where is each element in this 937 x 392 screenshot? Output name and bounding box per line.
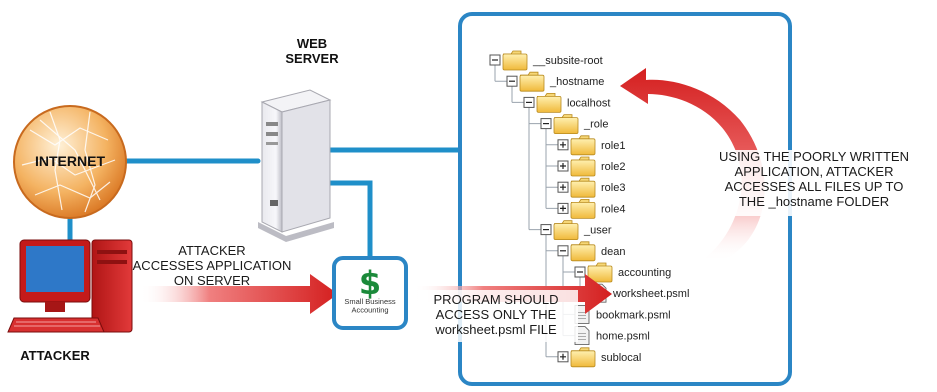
tree-folder-node[interactable]: accounting xyxy=(563,262,671,283)
tree-node-label: dean xyxy=(601,246,625,258)
tree-node-label: bookmark.psml xyxy=(596,309,671,321)
web-server-icon xyxy=(258,89,334,242)
folder-icon xyxy=(502,53,528,71)
folder-icon xyxy=(570,350,596,368)
tree-folder-node[interactable]: __subsite-root xyxy=(489,50,603,71)
attacker-access-arrow xyxy=(140,274,338,314)
folder-icon xyxy=(519,74,545,92)
tree-node-label: role2 xyxy=(601,161,625,173)
tree-folder-node[interactable]: role1 xyxy=(546,135,625,156)
tree-node-label: worksheet.psml xyxy=(612,288,689,300)
tree-folder-node[interactable]: role2 xyxy=(546,156,625,177)
tree-node-label: role4 xyxy=(601,203,625,215)
path-traversal-arrow xyxy=(620,68,765,262)
tree-folder-node[interactable]: localhost xyxy=(512,93,610,113)
folder-icon xyxy=(570,244,596,262)
tree-node-label: _user xyxy=(583,225,612,237)
tree-node-label: localhost xyxy=(567,97,610,109)
internet-globe-icon xyxy=(13,105,127,219)
tree-node-label: role1 xyxy=(601,140,625,152)
internet-label: INTERNET xyxy=(35,153,105,169)
folder-icon xyxy=(553,223,579,241)
tree-folder-node[interactable]: _role xyxy=(529,114,608,134)
tree-node-label: __subsite-root xyxy=(532,55,603,67)
attacker-computer-icon xyxy=(7,239,133,333)
tree-node-label: home.psml xyxy=(596,331,650,343)
tree-folder-node[interactable]: role3 xyxy=(546,177,625,198)
tree-folder-node[interactable]: sublocal xyxy=(546,347,641,368)
folder-icon xyxy=(570,201,596,219)
tree-node-label: sublocal xyxy=(601,352,641,364)
attacker-label: ATTACKER xyxy=(20,348,90,363)
folder-icon xyxy=(570,180,596,198)
folder-icon xyxy=(587,265,613,283)
app-dollar-icon: $ xyxy=(359,264,381,302)
tree-folder-node[interactable]: dean xyxy=(546,241,625,262)
tree-node-label: _role xyxy=(583,119,608,131)
folder-icon xyxy=(553,117,579,134)
folder-icon xyxy=(570,138,596,156)
tree-node-label: _hostname xyxy=(549,76,604,88)
tree-folder-node[interactable]: _hostname xyxy=(495,71,604,92)
tree-node-label: accounting xyxy=(618,267,671,279)
tree-folder-node[interactable]: role4 xyxy=(546,199,625,219)
small-business-accounting-app-icon: $ xyxy=(332,256,408,330)
tree-node-label: role3 xyxy=(601,182,625,194)
tree-folder-node[interactable]: _user xyxy=(529,220,612,241)
folder-icon xyxy=(570,159,596,177)
folder-icon xyxy=(536,96,562,113)
